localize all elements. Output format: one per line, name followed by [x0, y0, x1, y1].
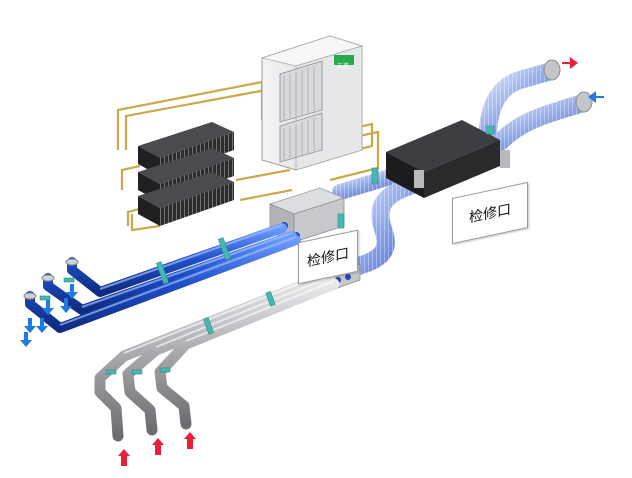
outdoor-fan-grille-top [279, 60, 323, 123]
return-arrow-icon [118, 432, 196, 466]
outdoor-fan-grille-bottom [279, 112, 323, 163]
indoor-unit-bottom [138, 172, 234, 226]
outdoor-unit: 五菱 [260, 35, 364, 171]
fresh-air-arrow-icon [588, 91, 604, 103]
supply-arrow-icon [20, 284, 78, 347]
outdoor-logo-text: 五菱 [337, 62, 349, 70]
outdoor-unit-logo: 五菱 [334, 55, 354, 70]
blue-pipe-highlights [59, 224, 297, 326]
exhaust-arrow-icon [562, 57, 578, 69]
heat-recovery-unit [386, 120, 510, 198]
pipe-clamps [39, 125, 495, 375]
gray-return-pipes [94, 270, 340, 442]
indoor-units-stack [138, 122, 234, 226]
blue-pipe-end-caps [23, 258, 79, 300]
